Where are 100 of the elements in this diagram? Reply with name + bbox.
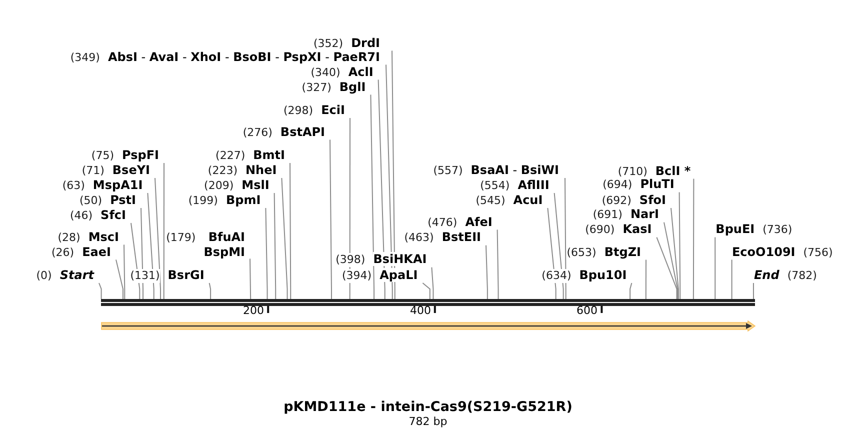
- site-position: (691): [592, 208, 622, 222]
- site-position: (352): [313, 36, 344, 51]
- site-position: (26): [52, 246, 74, 260]
- enzyme-name: ApaLI: [380, 268, 418, 282]
- map-title: pKMD111e - intein-Cas9(S219-G521R): [284, 399, 572, 415]
- enzyme-name: EaeI: [82, 244, 111, 259]
- enzyme-name: PluTI: [640, 177, 674, 192]
- site-position: (710): [618, 164, 648, 179]
- enzyme-name: EcoO109I: [732, 244, 796, 259]
- leader-line: [330, 139, 332, 300]
- enzyme-name: BsaAI - BsiWI: [470, 163, 559, 177]
- leader-line: [678, 192, 681, 300]
- leader-line: [370, 94, 375, 300]
- enzyme-name: MslI: [242, 178, 270, 192]
- enzyme-name: BfuAI: [208, 230, 245, 244]
- enzyme-name: AfeI: [465, 214, 492, 229]
- site-position: (694): [602, 178, 632, 192]
- map-end-label: Start: [60, 268, 94, 282]
- site-position: (690): [585, 223, 615, 238]
- leader-line: [274, 192, 276, 300]
- site-position: (340): [310, 66, 340, 80]
- site-position: (463): [404, 231, 434, 246]
- site-position: (298): [284, 104, 314, 118]
- scale-label: 600: [576, 304, 598, 318]
- leader-line: [486, 244, 488, 300]
- enzyme-name: DrdI: [351, 36, 380, 50]
- scale-label: 400: [410, 304, 431, 318]
- site-position: (50): [79, 194, 102, 208]
- enzyme-name: PstI: [110, 193, 136, 207]
- site-position: (736): [762, 223, 792, 238]
- dna-backbone: [101, 299, 755, 306]
- map-end-label: End: [754, 268, 780, 282]
- site-position: (692): [602, 194, 632, 208]
- enzyme-name: NheI: [246, 163, 277, 177]
- site-position: (349): [70, 50, 100, 65]
- leader-line: [124, 244, 126, 300]
- enzyme-name: NarI: [630, 207, 659, 222]
- enzyme-name: MscI: [88, 230, 119, 244]
- leader-line: [630, 282, 632, 300]
- site-position: (557): [433, 164, 463, 178]
- site-position: (653): [566, 246, 596, 260]
- leader-line: [752, 282, 754, 300]
- site-position: (554): [480, 179, 510, 193]
- enzyme-name: AbsI - AvaI - XhoI - BsoBI - PspXI - PaeR7I: [108, 50, 380, 64]
- scale-label: 200: [243, 304, 264, 318]
- leader-line: [564, 178, 566, 300]
- enzyme-name: BclI *: [655, 164, 691, 178]
- site-position: (394): [342, 269, 372, 283]
- leader-line: [250, 258, 252, 300]
- leader-line: [208, 282, 212, 300]
- sequence-length: 782 bp: [408, 415, 448, 428]
- site-position: (28): [58, 230, 80, 245]
- leader-line: [265, 208, 268, 300]
- enzyme-name: BpmI: [226, 193, 261, 207]
- enzyme-name: AclI: [348, 64, 374, 79]
- site-position: (476): [428, 216, 458, 230]
- site-position: (63): [62, 179, 85, 193]
- site-position: (0): [36, 269, 52, 283]
- site-position: (398): [336, 253, 366, 268]
- site-position: (223): [208, 164, 238, 178]
- site-position: (756): [803, 246, 833, 260]
- leader-line: [496, 229, 499, 300]
- site-position: (209): [204, 179, 234, 193]
- leader-line: [670, 208, 679, 300]
- enzyme-name: PspFI: [122, 148, 159, 162]
- enzyme-name: SfcI: [100, 208, 126, 222]
- enzyme-name: AcuI: [513, 193, 543, 207]
- leader-line: [664, 222, 678, 300]
- enzyme-name: EciI: [321, 103, 345, 117]
- site-position: (276): [242, 126, 272, 140]
- leader-line: [645, 259, 646, 300]
- leader-line: [431, 266, 434, 300]
- site-position: (46): [70, 209, 93, 223]
- enzyme-name: KasI: [622, 222, 652, 236]
- site-position: (782): [787, 269, 817, 283]
- enzyme-name: BstAPI: [280, 124, 325, 139]
- leader-line: [116, 259, 124, 300]
- site-position: (179): [166, 230, 196, 245]
- enzyme-name: BpuEI: [716, 222, 755, 236]
- leader-line: [154, 178, 161, 300]
- leader-line: [281, 178, 288, 300]
- site-position: (199): [188, 194, 218, 208]
- site-position: (634): [542, 269, 572, 283]
- leader-line: [714, 236, 716, 300]
- leader-line: [656, 236, 678, 300]
- enzyme-name: MspA1I: [92, 178, 143, 192]
- site-position: (71): [82, 164, 104, 178]
- leader-line: [98, 282, 102, 300]
- site-position: (545): [476, 194, 506, 208]
- leader-line: [378, 79, 386, 300]
- enzyme-name: BtgZI: [604, 244, 641, 259]
- site-position: (327): [302, 80, 332, 95]
- site-position: (75): [91, 149, 114, 163]
- enzyme-name: SfoI: [639, 193, 666, 207]
- enzyme-name: AflIII: [518, 178, 550, 192]
- enzyme-name: BglI: [339, 80, 366, 94]
- leader-line: [422, 282, 430, 300]
- leader-line: [163, 162, 164, 300]
- leader-line: [386, 64, 393, 300]
- leader-line: [692, 178, 694, 300]
